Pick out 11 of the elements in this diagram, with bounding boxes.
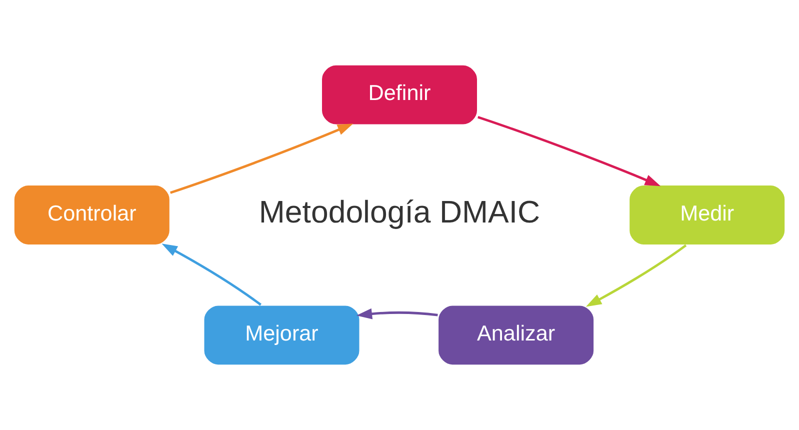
arrow — [356, 308, 438, 320]
node-box: Controlar — [13, 184, 171, 246]
arrow — [162, 244, 262, 306]
label: Metodología DMAIC — [258, 194, 540, 230]
node-box: Analizar — [437, 304, 595, 366]
arrow — [478, 116, 661, 186]
arrow — [586, 244, 687, 307]
node-box: Definir — [320, 64, 478, 126]
arrow — [170, 124, 354, 194]
node-box: Mejorar — [203, 304, 360, 366]
node-box: Medir — [628, 184, 786, 246]
